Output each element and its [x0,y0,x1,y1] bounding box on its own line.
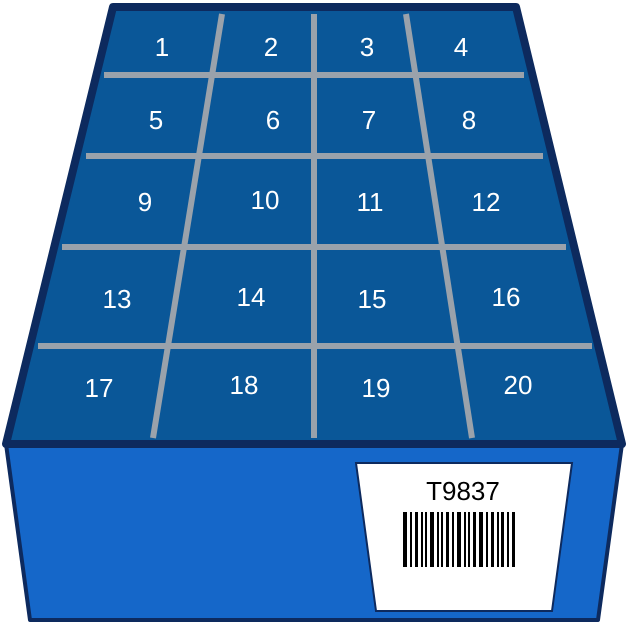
compartment-number: 10 [251,185,280,215]
compartment-number: 19 [362,373,391,403]
compartment-number: 17 [85,373,114,403]
barcode-bar [479,512,483,567]
compartment-number: 3 [360,32,374,62]
compartment-number: 11 [357,187,384,217]
barcode-bar [473,512,476,567]
barcode-bar [486,512,488,567]
barcode-bar [512,512,515,567]
compartment-number: 6 [266,105,280,135]
compartment-number: 14 [237,282,266,312]
barcode-bar [497,512,499,567]
compartment-number: 15 [358,284,387,314]
barcode-bar [491,512,494,567]
barcode-bar [452,512,454,567]
barcode-bar [457,512,461,567]
compartment-number: 7 [362,105,376,135]
barcode-bar [415,512,418,567]
compartment-number: 13 [103,284,132,314]
label-code-text: T9837 [426,476,500,506]
box-label: T9837 [356,463,572,611]
barcode-bar [410,512,412,567]
barcode-bar [430,512,434,567]
barcode-bar [446,512,449,567]
compartment-number: 12 [472,187,501,217]
barcode-bar [403,512,407,567]
barcode-bar [425,512,427,567]
barcode-bar [464,512,466,567]
compartment-number: 18 [230,370,259,400]
compartment-number: 20 [504,370,533,400]
barcode-bar [437,512,439,567]
compartment-number: 4 [454,32,468,62]
compartment-number: 1 [155,32,169,62]
barcode-bar [507,512,509,567]
compartment-number: 16 [492,282,521,312]
barcode-bar [421,512,423,567]
compartment-number: 2 [264,32,278,62]
compartment-number: 8 [462,105,476,135]
barcode-bar [501,512,504,567]
barcode-bar [441,512,443,567]
compartment-number: 5 [149,105,163,135]
compartment-number: 9 [138,187,152,217]
barcode-bar [468,512,470,567]
